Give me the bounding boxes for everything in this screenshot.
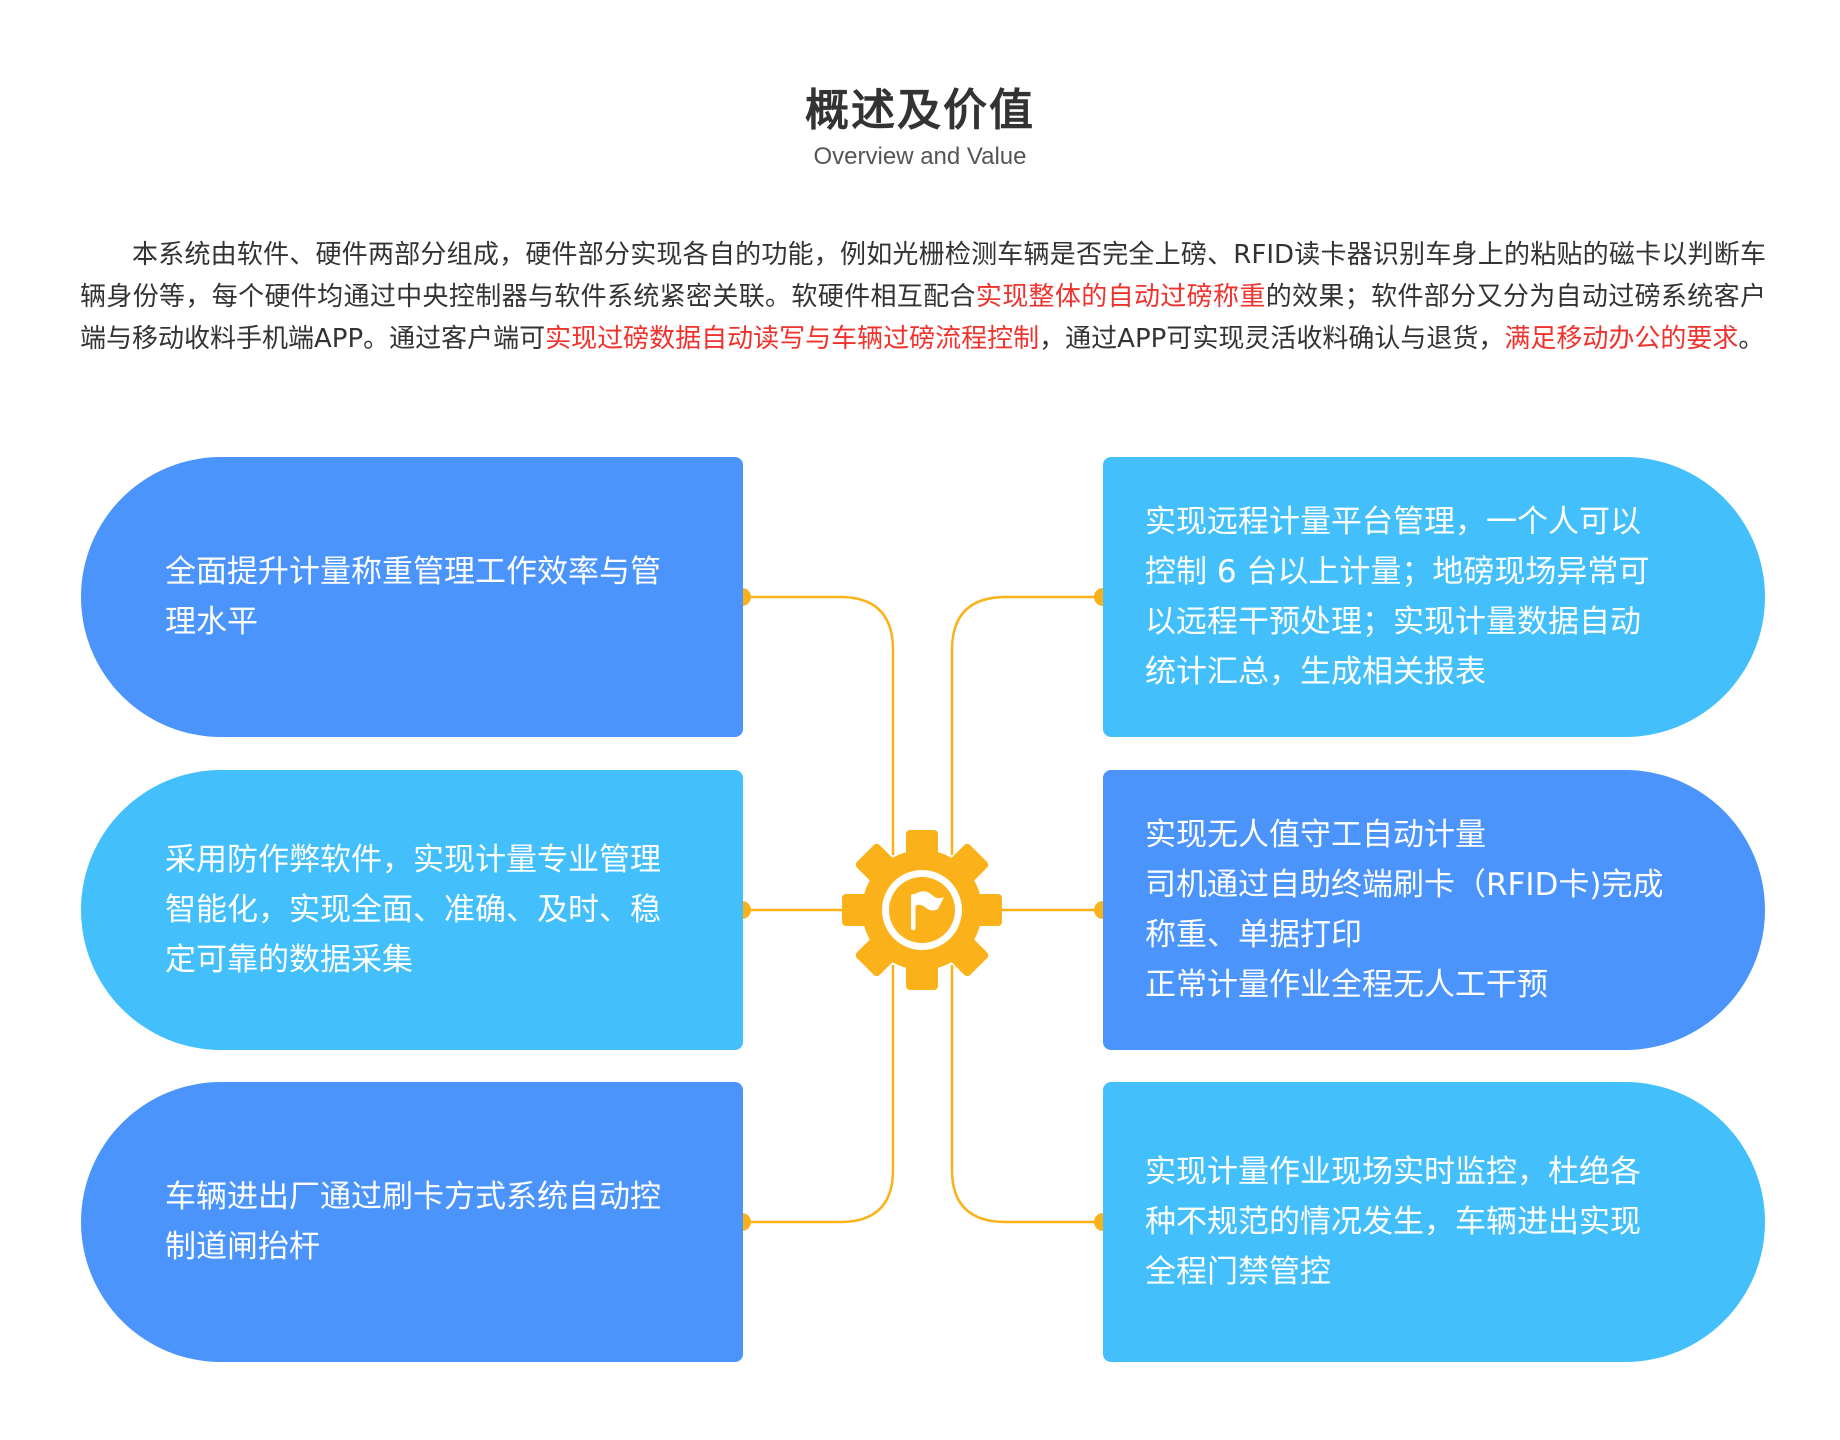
intro-highlight-3: 满足移动办公的要求	[1504, 324, 1739, 354]
card-left-middle: 采用防作弊软件，实现计量专业管理 智能化，实现全面、准确、及时、稳 定可靠的数据…	[81, 770, 743, 1050]
card-line: 正常计量作业全程无人工干预	[1145, 967, 1548, 1003]
flag-gear-icon	[842, 830, 1002, 990]
card-left-top: 全面提升计量称重管理工作效率与管 理水平	[81, 457, 743, 737]
card-left-top-text: 全面提升计量称重管理工作效率与管 理水平	[165, 547, 683, 647]
page-title: 概述及价值	[805, 85, 1035, 136]
intro-text-4: 。	[1738, 324, 1765, 354]
card-line: 以远程干预处理；实现计量数据自动	[1145, 604, 1641, 640]
card-line: 司机通过自助终端刷卡（RFID卡)完成	[1145, 867, 1664, 903]
intro-text-1: 本系统由软件、硬件两部分组成，硬件部分实现各自的功能，例如光栅检测车辆是否完全上…	[80, 240, 1766, 312]
connector-line-right-top	[950, 595, 1103, 855]
card-line: 理水平	[165, 604, 258, 640]
connector-line-left-top	[742, 595, 895, 855]
connector-line-left-bottom	[742, 965, 895, 1224]
card-line: 定可靠的数据采集	[165, 942, 413, 978]
intro-highlight-1: 实现整体的自动过磅称重	[975, 282, 1266, 312]
card-line: 采用防作弊软件，实现计量专业管理	[165, 842, 661, 878]
card-line: 全面提升计量称重管理工作效率与管	[165, 554, 661, 590]
card-line: 实现无人值守工自动计量	[1145, 817, 1486, 853]
card-right-top: 实现远程计量平台管理，一个人可以 控制 6 台以上计量；地磅现场异常可 以远程干…	[1103, 457, 1765, 737]
card-right-bottom: 实现计量作业现场实时监控，杜绝各 种不规范的情况发生，车辆进出实现 全程门禁管控	[1103, 1082, 1765, 1362]
intro-highlight-2: 实现过磅数据自动读写与车辆过磅流程控制	[545, 324, 1040, 354]
connector-line-right-bottom	[950, 965, 1103, 1224]
card-right-middle: 实现无人值守工自动计量 司机通过自助终端刷卡（RFID卡)完成 称重、单据打印 …	[1103, 770, 1765, 1050]
intro-text-2: 的效果；软件部分又分为自动过磅系统客户端与移动收料手机端APP。通过客户端可	[80, 282, 1766, 354]
card-line: 种不规范的情况发生，车辆进出实现	[1145, 1204, 1641, 1240]
card-line: 全程门禁管控	[1145, 1254, 1331, 1290]
page-subtitle: Overview and Value	[813, 143, 1027, 170]
card-right-bottom-text: 实现计量作业现场实时监控，杜绝各 种不规范的情况发生，车辆进出实现 全程门禁管控	[1145, 1147, 1685, 1297]
card-left-bottom: 车辆进出厂通过刷卡方式系统自动控 制道闸抬杆	[81, 1082, 743, 1362]
card-left-middle-text: 采用防作弊软件，实现计量专业管理 智能化，实现全面、准确、及时、稳 定可靠的数据…	[165, 835, 683, 985]
intro-paragraph: 本系统由软件、硬件两部分组成，硬件部分实现各自的功能，例如光栅检测车辆是否完全上…	[80, 234, 1766, 360]
card-line: 统计汇总，生成相关报表	[1145, 654, 1486, 690]
card-right-middle-text: 实现无人值守工自动计量 司机通过自助终端刷卡（RFID卡)完成 称重、单据打印 …	[1145, 810, 1685, 1010]
card-line: 称重、单据打印	[1145, 917, 1362, 953]
card-line: 控制 6 台以上计量；地磅现场异常可	[1145, 554, 1650, 590]
card-right-top-text: 实现远程计量平台管理，一个人可以 控制 6 台以上计量；地磅现场异常可 以远程干…	[1145, 497, 1685, 697]
card-line: 制道闸抬杆	[165, 1229, 320, 1265]
card-left-bottom-text: 车辆进出厂通过刷卡方式系统自动控 制道闸抬杆	[165, 1172, 683, 1272]
card-line: 实现远程计量平台管理，一个人可以	[1145, 504, 1641, 540]
card-line: 实现计量作业现场实时监控，杜绝各	[1145, 1154, 1641, 1190]
card-line: 车辆进出厂通过刷卡方式系统自动控	[165, 1179, 661, 1215]
intro-text-3: ，通过APP可实现灵活收料确认与退货，	[1039, 324, 1505, 354]
card-line: 智能化，实现全面、准确、及时、稳	[165, 892, 661, 928]
